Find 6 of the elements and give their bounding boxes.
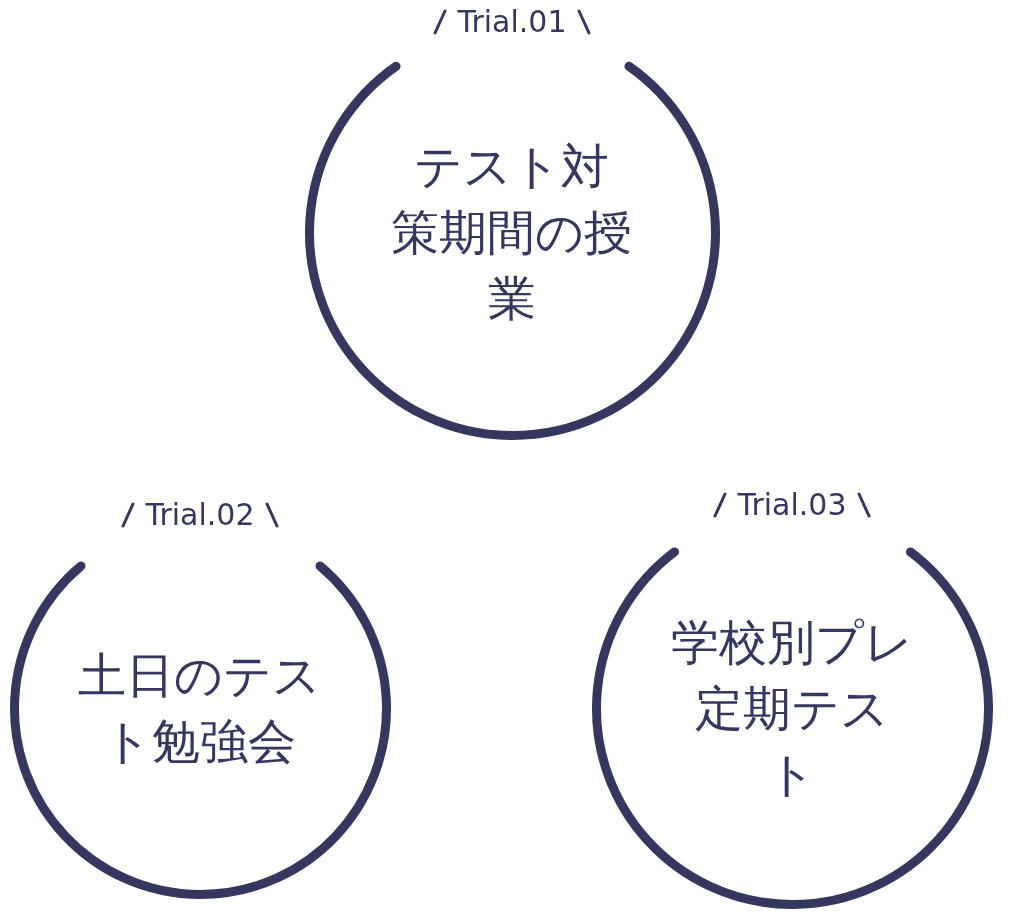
trial-description: 土日のテスト勉強会 <box>77 646 323 771</box>
trial-heading: Trial.03 <box>737 487 847 522</box>
trial-description: 学校別プレ定期テスト <box>670 613 914 804</box>
trial-heading: Trial.01 <box>457 4 567 39</box>
trial-heading: Trial.02 <box>145 497 255 532</box>
trial-description: テスト対策期間の授業 <box>390 137 634 328</box>
